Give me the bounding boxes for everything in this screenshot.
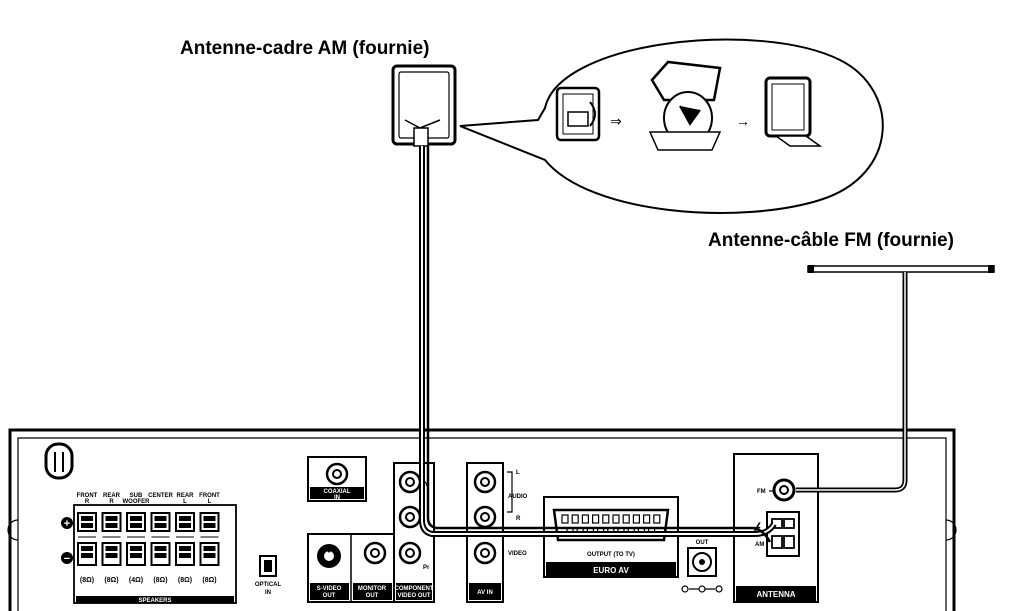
dc-out-jack: DC 7V OUT [681, 532, 723, 593]
fm-wire-antenna [807, 265, 995, 273]
speakers-label: SPEAKERS [138, 598, 171, 604]
svideo-label-2: OUT [323, 593, 336, 599]
plus-sign: + [64, 518, 70, 530]
audio-label: AUDIO [508, 494, 528, 500]
speaker-impedance: (8Ω) [202, 577, 216, 584]
speaker-impedance: (8Ω) [104, 577, 118, 584]
speaker-channel-name: CENTER [148, 493, 173, 499]
optical-in-jack: OPTICAL IN [255, 555, 282, 596]
audio-r-label: R [516, 516, 521, 522]
minus-marker [61, 552, 73, 564]
plus-marker [61, 517, 73, 529]
speaker-channel-name: FRONT [77, 493, 98, 499]
coaxial-in-jack: COAXIAL IN [307, 456, 367, 502]
speaker-channel-name: FRONT [199, 493, 220, 499]
speaker-channel-side: WOOFER [123, 499, 151, 505]
optical-label-2: IN [265, 590, 271, 596]
ground-icon: ᚋ [753, 520, 761, 534]
minus-sign: − [64, 553, 70, 565]
speaker-terminal-4: CENTER (8Ω) [148, 493, 173, 584]
speaker-channel-side: R [85, 499, 90, 505]
audio-l-label: L [516, 470, 520, 476]
euro-av-label: EURO AV [593, 566, 629, 575]
scart-output-label: OUTPUT (TO TV) [587, 552, 635, 558]
component-label-2: VIDEO OUT [397, 593, 430, 599]
monitor-label-2: OUT [366, 593, 379, 599]
speaker-impedance: (4Ω) [129, 577, 143, 584]
video-out-block: S-VIDEO OUT MONITOR OUT [307, 533, 395, 603]
optical-label: OPTICAL [255, 582, 282, 588]
speaker-channel-name: SUB [130, 493, 143, 499]
speaker-channel-name: REAR [103, 493, 121, 499]
fm-terminal-label: FM [757, 489, 766, 495]
coaxial-label-2: IN [334, 495, 340, 501]
speaker-channel-side: L [183, 499, 187, 505]
arrow-step-2: → [736, 113, 750, 129]
dc-label-2: OUT [696, 540, 709, 546]
speaker-impedance: (8Ω) [80, 577, 94, 584]
antenna-label: ANTENNA [756, 590, 795, 599]
monitor-label: MONITOR [358, 586, 387, 592]
am-antenna-caption: Antenne-cadre AM (fournie) [180, 38, 430, 59]
speaker-channel-name: REAR [176, 493, 194, 499]
av-in-label: AV IN [477, 590, 493, 596]
assembly-step-2 [648, 60, 722, 151]
fm-antenna-caption: Antenne-câble FM (fournie) [708, 230, 954, 251]
fm-antenna-cable [796, 272, 908, 493]
coaxial-label: COAXIAL [324, 489, 351, 495]
power-cord-connector [44, 442, 74, 480]
am-antenna-cable [419, 146, 777, 543]
speaker-channel-side: L [208, 499, 212, 505]
svideo-label: S-VIDEO [317, 586, 342, 592]
y-label: Y [424, 481, 429, 488]
video-label: VIDEO [508, 551, 527, 557]
assembly-step-1 [555, 86, 601, 142]
speaker-channel-side: R [109, 499, 114, 505]
pr-label: Pr [423, 565, 430, 571]
am-loop-antenna [391, 64, 457, 147]
am-terminal-label: AM [755, 542, 764, 548]
speaker-impedance: (8Ω) [153, 577, 167, 584]
arrow-step-1: ⇒ [610, 113, 622, 129]
antenna-block: FM ᚋ AM ANTENNA [733, 453, 819, 603]
component-label: COMPONENT [395, 586, 434, 592]
speaker-impedance: (8Ω) [178, 577, 192, 584]
speaker-terminals: + − FRONTR(8Ω)REARR(8Ω)SUBWOOFER(4Ω)CENT… [61, 493, 237, 604]
assembly-step-3 [764, 76, 823, 147]
